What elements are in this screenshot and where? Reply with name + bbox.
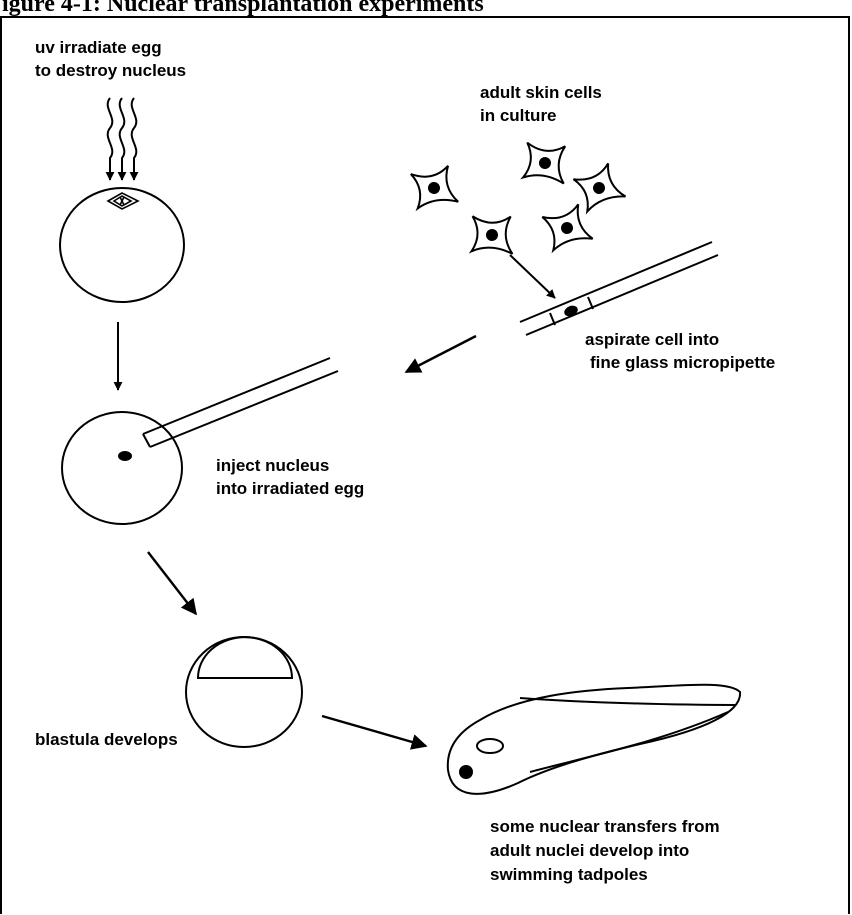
skin-cell-icon [572,162,625,212]
skin-cell-icon [542,203,593,251]
arrow-cell-to-pipette [510,255,555,298]
inject-label-line1: inject nucleus [216,456,329,475]
blastula-label: blastula develops [35,730,178,749]
tadpole [448,685,740,794]
skin-cell-icon [410,165,458,209]
inject-label-line2: into irradiated egg [216,479,364,498]
skin-cell-icon [470,213,516,255]
arrow-egg-to-blastula [148,552,196,614]
blastula [186,637,302,747]
skin-cell-icon [521,140,570,185]
injection-micropipette [143,358,338,447]
arrow-blastula-to-tadpole [322,716,426,746]
micropipette-with-cell [520,242,718,335]
tadpole-label-line2: adult nuclei develop into [490,841,689,860]
uv-rays-icon [108,98,137,180]
tadpole-label-line1: some nuclear transfers from [490,817,720,836]
skin-cells-label-line1: adult skin cells [480,83,602,102]
injection-egg [62,412,182,524]
skin-cells-label-line2: in culture [480,106,557,125]
uv-label-line2: to destroy nucleus [35,61,186,80]
aspirate-label-line2: fine glass micropipette [590,353,775,372]
injected-nucleus [118,451,132,461]
uv-label-line1: uv irradiate egg [35,38,162,57]
blastocoel-cavity [198,637,292,678]
arrow-pipette-to-injection [406,336,476,372]
tadpole-label-line3: swimming tadpoles [490,865,648,884]
aspirate-label-line1: aspirate cell into [585,330,719,349]
destroyed-nucleus-icon [108,193,138,209]
